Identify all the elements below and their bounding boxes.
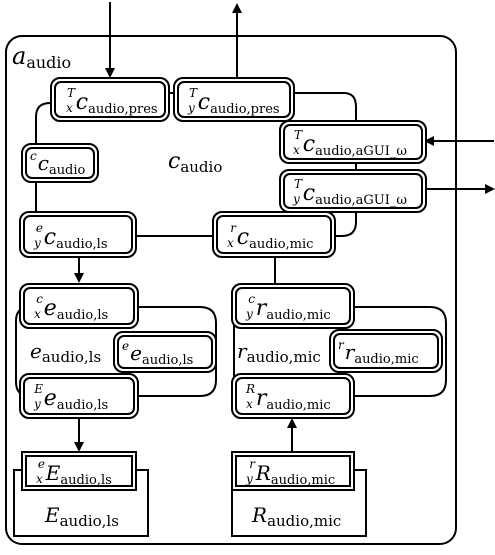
audio-agent-label: aaudio: [12, 42, 71, 72]
node-r-mic-r: rraudio,mic: [329, 329, 443, 373]
node-e-ls-e: eeaudio,ls: [113, 331, 217, 373]
svg-text:ccaudio: ccaudio: [30, 149, 86, 178]
svg-text:rraudio,mic: rraudio,mic: [338, 338, 419, 367]
svg-text:eeaudio,ls: eeaudio,ls: [122, 339, 193, 368]
R-mic-box-label: Raudio,mic: [251, 503, 341, 530]
node-c-audio: ccaudio: [21, 143, 99, 183]
E-ls-box-label: Eaudio,ls: [44, 503, 119, 530]
r-mic-ring-label: raudio,mic: [237, 339, 321, 366]
e-ls-ring-label: eaudio,ls: [30, 339, 101, 366]
c-audio-center-label: caudio: [168, 149, 222, 176]
audio-agent-box: [5, 35, 457, 545]
